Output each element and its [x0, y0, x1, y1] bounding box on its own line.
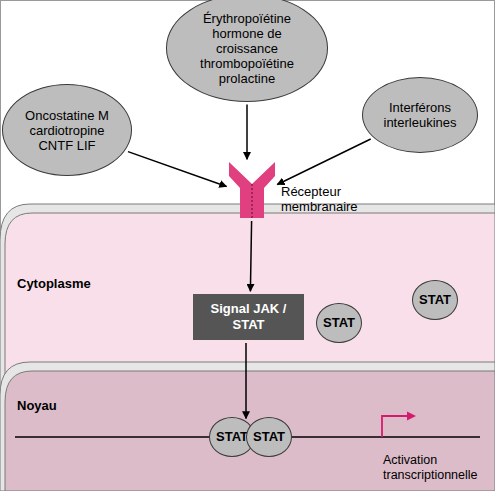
node-text: Érythropoïétine hormone de croissance th… [186, 11, 309, 86]
signal-arrow [246, 105, 248, 160]
receptor-dimer-line [252, 184, 253, 218]
node-text: Interférons interleukines [376, 100, 464, 130]
ligand-ellipse: Oncostatine M cardiotropine CNTF LIF [2, 84, 132, 176]
cytoplasm-band: CytoplasmeSTAT STAT Signal JAK / STAT [6, 214, 495, 362]
signal-arrow [277, 139, 370, 185]
node-text: STAT [253, 430, 285, 444]
nuclear-envelope [0, 362, 495, 491]
stat-protein: STAT [412, 280, 458, 320]
transcription-label: Activation transcriptionnelle [383, 453, 491, 483]
node-text: Oncostatine M cardiotropine CNTF LIF [18, 108, 117, 153]
stat-dimer: STAT [246, 417, 292, 457]
signal-arrow [128, 152, 227, 187]
node-text: Signal JAK / STAT [193, 301, 304, 333]
signal-arrow [245, 343, 247, 418]
cytoplasm-fill [5, 213, 495, 491]
receptor-shape [229, 162, 275, 218]
stat-protein: STAT [316, 303, 362, 343]
membrane-receptor: Récepteur membranaire [229, 162, 275, 218]
cell-membrane [0, 204, 495, 491]
ligand-ellipse: Interférons interleukines [362, 77, 478, 153]
signal-arrow [250, 221, 251, 291]
receptor-body [229, 162, 275, 218]
node-text: STAT [419, 293, 451, 307]
region-label: Noyau [17, 398, 57, 413]
signal-box: Signal JAK / STAT [193, 294, 304, 340]
region-label: Cytoplasme [17, 276, 91, 291]
nucleus-fill [5, 371, 495, 491]
node-text: STAT [216, 430, 248, 444]
promoter-arrow [382, 416, 408, 437]
receptor-label: Récepteur membranaire [281, 184, 365, 214]
promoter-arrowhead [407, 412, 416, 421]
ligand-ellipse: Érythropoïétine hormone de croissance th… [166, 0, 328, 102]
node-text: STAT [323, 316, 355, 330]
